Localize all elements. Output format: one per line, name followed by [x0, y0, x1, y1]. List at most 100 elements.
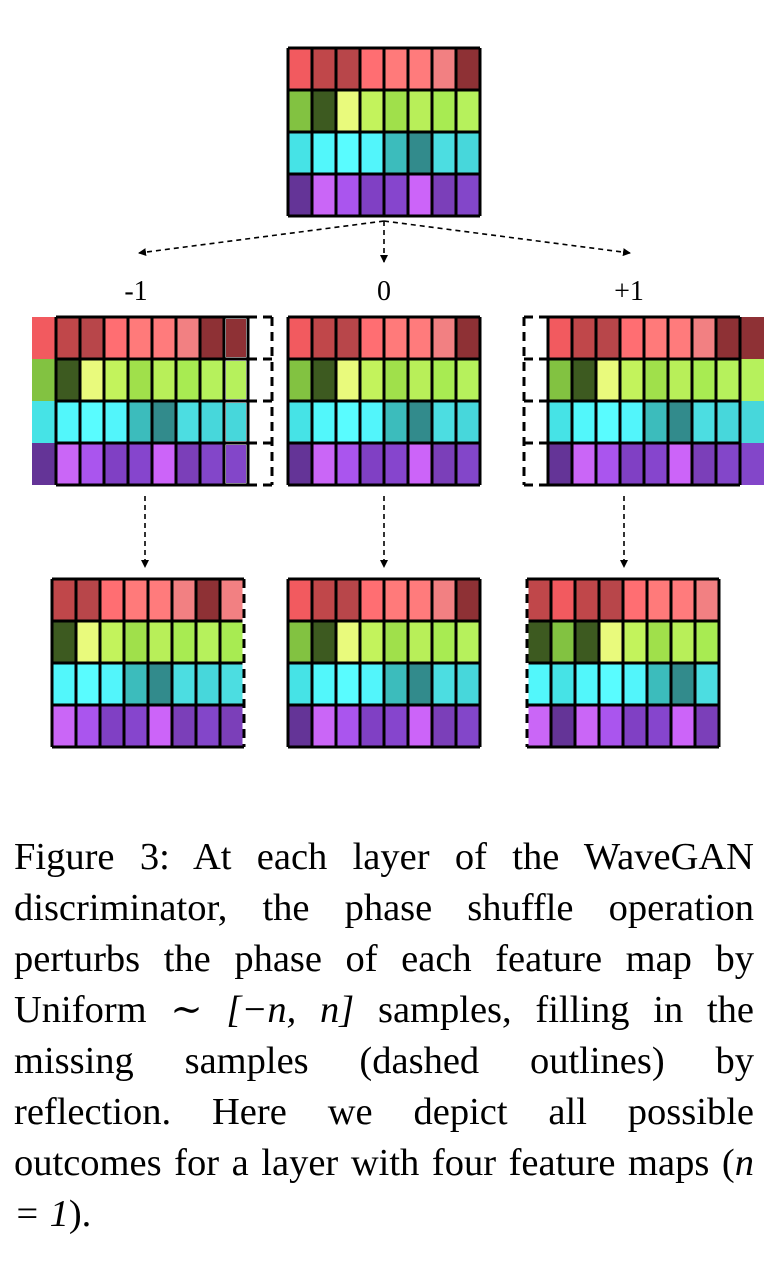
- feature-cell: [148, 663, 172, 705]
- feature-cell: [384, 663, 408, 705]
- feature-cell: [312, 174, 336, 216]
- feature-cell: [695, 705, 719, 747]
- feature-cell: [644, 443, 668, 485]
- feature-cell: [456, 579, 480, 621]
- shifted-plus-one: [522, 315, 764, 487]
- feature-cell: [336, 705, 360, 747]
- output-plus-one: [525, 577, 721, 749]
- feature-cell: [52, 705, 76, 747]
- feature-cell: [196, 663, 220, 705]
- feature-cell: [200, 401, 224, 443]
- feature-cell: [647, 705, 671, 747]
- shift-labels: -1 0 +1: [124, 276, 644, 307]
- feature-cell: [148, 579, 172, 621]
- feature-cell: [220, 663, 244, 705]
- feature-cell: [432, 705, 456, 747]
- feature-cell: [226, 403, 246, 441]
- feature-cell: [456, 359, 480, 401]
- feature-cell: [176, 359, 200, 401]
- feature-cell: [104, 359, 128, 401]
- caption-math-n: n = 1: [14, 1142, 754, 1235]
- feature-cell: [432, 132, 456, 174]
- feature-cell: [548, 317, 572, 359]
- feature-cell: [312, 579, 336, 621]
- dropped-cell: [32, 401, 56, 443]
- feature-cell: [384, 443, 408, 485]
- feature-cell: [599, 663, 623, 705]
- feature-cell: [288, 48, 312, 90]
- feature-cell: [596, 359, 620, 401]
- feature-cell: [152, 401, 176, 443]
- feature-cell: [128, 317, 152, 359]
- feature-cell: [384, 705, 408, 747]
- feature-cell: [288, 359, 312, 401]
- feature-cell: [288, 663, 312, 705]
- feature-cell: [384, 48, 408, 90]
- feature-cell: [52, 663, 76, 705]
- shifted-minus-one-grid: [54, 315, 250, 487]
- feature-cell: [548, 401, 572, 443]
- feature-cell: [100, 663, 124, 705]
- feature-cell: [360, 48, 384, 90]
- feature-cell: [226, 319, 246, 357]
- feature-cell: [220, 579, 244, 621]
- dropped-cell: [740, 401, 764, 443]
- feature-cell: [288, 705, 312, 747]
- feature-cell: [647, 663, 671, 705]
- feature-cell: [572, 401, 596, 443]
- feature-cell: [716, 359, 740, 401]
- feature-cell: [172, 579, 196, 621]
- shifted-zero-grid-grid-lines: [286, 315, 482, 487]
- dropped-cell: [32, 443, 56, 485]
- output-minus-one-grid-grid-lines: [50, 577, 246, 749]
- feature-cell: [551, 621, 575, 663]
- feature-cell: [456, 621, 480, 663]
- feature-cell: [80, 401, 104, 443]
- feature-cell: [360, 90, 384, 132]
- feature-cell: [408, 132, 432, 174]
- feature-cell: [104, 401, 128, 443]
- feature-cell: [124, 579, 148, 621]
- feature-cell: [596, 401, 620, 443]
- feature-cell: [196, 621, 220, 663]
- feature-cell: [288, 90, 312, 132]
- feature-cell: [76, 705, 100, 747]
- shifted-minus-one: [32, 315, 274, 487]
- feature-cell: [360, 317, 384, 359]
- feature-cell: [671, 621, 695, 663]
- feature-cell: [176, 317, 200, 359]
- feature-cell: [408, 663, 432, 705]
- feature-cell: [76, 621, 100, 663]
- feature-cell: [716, 317, 740, 359]
- feature-cell: [551, 705, 575, 747]
- feature-cell: [575, 579, 599, 621]
- feature-cell: [226, 445, 246, 483]
- feature-cell: [599, 705, 623, 747]
- feature-cell: [200, 443, 224, 485]
- feature-cell: [668, 401, 692, 443]
- feature-cell: [456, 401, 480, 443]
- feature-cell: [76, 663, 100, 705]
- feature-cell: [647, 621, 671, 663]
- feature-cell: [596, 443, 620, 485]
- feature-cell: [456, 443, 480, 485]
- feature-cell: [572, 317, 596, 359]
- feature-cell: [575, 705, 599, 747]
- caption-prefix: Figure 3: At each layer of the WaveGAN d…: [14, 836, 754, 1031]
- feature-cell: [671, 705, 695, 747]
- feature-cell: [76, 579, 100, 621]
- feature-cell: [647, 579, 671, 621]
- input-grid: [286, 46, 482, 218]
- feature-cell: [527, 663, 551, 705]
- feature-cell: [172, 621, 196, 663]
- feature-cell: [668, 359, 692, 401]
- feature-cell: [148, 705, 172, 747]
- input-grid-grid-lines: [286, 46, 482, 218]
- feature-cell: [384, 401, 408, 443]
- feature-cell: [456, 174, 480, 216]
- feature-cell: [432, 621, 456, 663]
- feature-cell: [128, 443, 152, 485]
- feature-cell: [172, 705, 196, 747]
- feature-cell: [360, 443, 384, 485]
- feature-cell: [384, 621, 408, 663]
